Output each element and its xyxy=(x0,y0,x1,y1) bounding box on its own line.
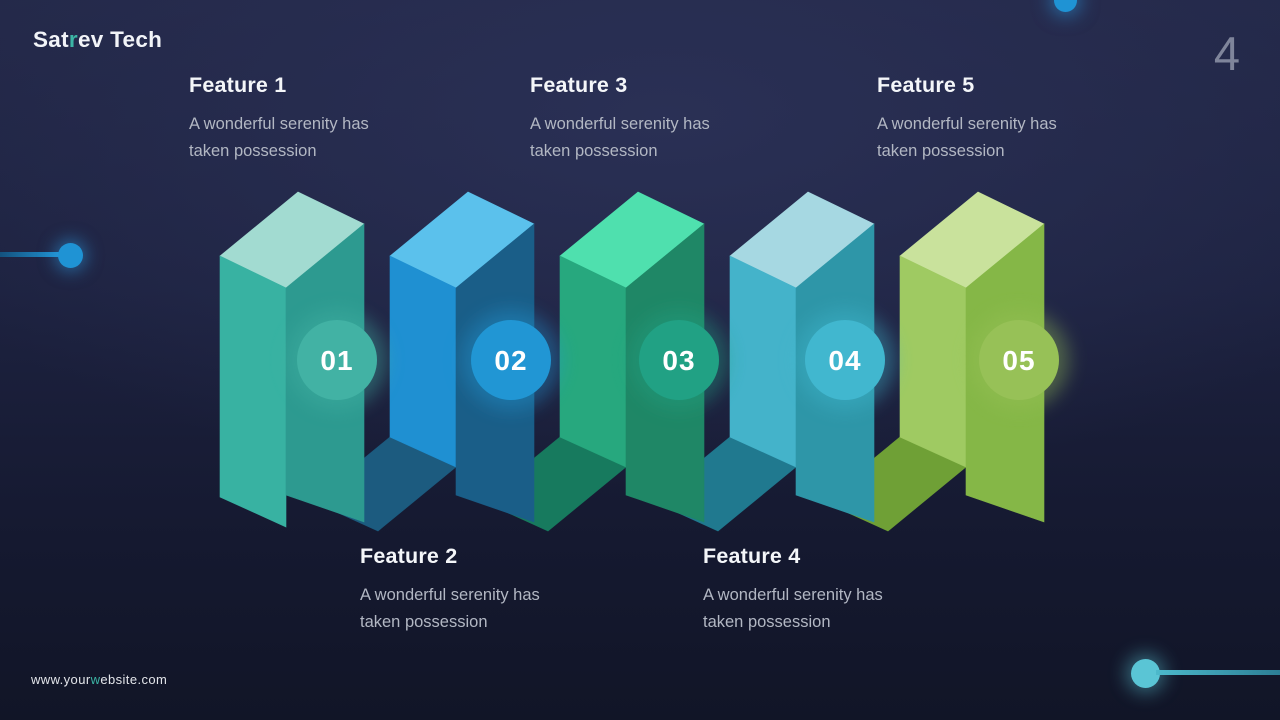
ribbon-fold-3 xyxy=(481,436,627,532)
feature-title: Feature 5 xyxy=(877,73,975,97)
step-circle-2 xyxy=(471,320,551,400)
step-number-2: 02 xyxy=(494,345,527,376)
ribbon-back-leg-5 xyxy=(965,223,1045,523)
step-circle-3 xyxy=(639,320,719,400)
website-text-post: ebsite.com xyxy=(100,672,168,687)
feature-desc-line: taken possession xyxy=(703,612,831,631)
step-number-3: 03 xyxy=(662,345,695,376)
feature-block-2: Feature 2 A wonderful serenity has taken… xyxy=(360,544,590,636)
step-circle-1 xyxy=(297,320,377,400)
feature-block-5: Feature 5 A wonderful serenity has taken… xyxy=(877,73,1107,165)
feature-block-3: Feature 3 A wonderful serenity has taken… xyxy=(530,73,760,165)
decor-dot-bottom-icon xyxy=(1131,659,1160,688)
step-circle-glow-2 xyxy=(461,310,561,410)
ribbon-folds xyxy=(311,436,967,532)
ribbon-front-leg-5 xyxy=(899,255,967,468)
feature-desc-line: A wonderful serenity has xyxy=(530,114,710,133)
website-url: www.yourwebsite.com xyxy=(31,672,167,687)
step-circle-glow-4 xyxy=(795,310,895,410)
feature-description: A wonderful serenity has taken possessio… xyxy=(530,111,760,165)
website-text-pre: www.your xyxy=(31,672,91,687)
feature-desc-line: A wonderful serenity has xyxy=(877,114,1057,133)
feature-desc-line: A wonderful serenity has xyxy=(360,585,540,604)
feature-description: A wonderful serenity has taken possessio… xyxy=(877,111,1107,165)
decor-line-bottom xyxy=(1156,670,1280,675)
ribbon-front-leg-1 xyxy=(219,255,287,528)
step-circle-glow-5 xyxy=(969,310,1069,410)
feature-title: Feature 4 xyxy=(703,544,801,568)
feature-description: A wonderful serenity has taken possessio… xyxy=(189,111,419,165)
ribbon-top-face-5 xyxy=(899,191,1045,289)
ribbon-top-face-3 xyxy=(559,191,705,289)
decor-dot-top-icon xyxy=(1054,0,1077,12)
ribbon-top-face-4 xyxy=(729,191,875,289)
ribbon-fold-2 xyxy=(311,436,457,532)
feature-block-1: Feature 1 A wonderful serenity has taken… xyxy=(189,73,419,165)
feature-description: A wonderful serenity has taken possessio… xyxy=(703,582,933,636)
step-number-1: 01 xyxy=(320,345,353,376)
feature-description: A wonderful serenity has taken possessio… xyxy=(360,582,590,636)
step-circle-5 xyxy=(979,320,1059,400)
step-circles: 01 02 03 04 05 xyxy=(287,310,1069,410)
decor-line-left xyxy=(0,252,62,257)
feature-desc-line: taken possession xyxy=(877,141,1005,160)
website-text-accent: w xyxy=(90,672,101,687)
step-number-5: 05 xyxy=(1002,345,1035,376)
ribbon-back-leg-1 xyxy=(285,223,365,523)
feature-title: Feature 1 xyxy=(189,73,287,97)
ribbon-top-face-1 xyxy=(219,191,365,289)
ribbon-top-face-2 xyxy=(389,191,535,289)
ribbon-front-leg-4 xyxy=(729,255,797,468)
brand-text-post: ev Tech xyxy=(77,27,163,52)
ribbon-fold-5 xyxy=(821,436,967,532)
ribbon-back-leg-4 xyxy=(795,223,875,523)
ribbon-fold-4 xyxy=(651,436,797,532)
brand-text-pre: Sat xyxy=(33,27,69,52)
ribbon-units xyxy=(219,191,1045,528)
feature-desc-line: A wonderful serenity has xyxy=(189,114,369,133)
feature-desc-line: taken possession xyxy=(530,141,658,160)
decor-dot-left-icon xyxy=(58,243,83,268)
feature-block-4: Feature 4 A wonderful serenity has taken… xyxy=(703,544,933,636)
feature-title: Feature 2 xyxy=(360,544,458,568)
ribbon-front-leg-2 xyxy=(389,255,457,468)
step-circle-glow-3 xyxy=(629,310,729,410)
feature-title: Feature 3 xyxy=(530,73,628,97)
ribbon-back-leg-2 xyxy=(455,223,535,523)
feature-desc-line: taken possession xyxy=(189,141,317,160)
step-circle-glow-1 xyxy=(287,310,387,410)
brand-logo: Satrev Tech xyxy=(33,27,162,53)
brand-text-accent: r xyxy=(68,27,78,52)
step-circle-4 xyxy=(805,320,885,400)
feature-desc-line: A wonderful serenity has xyxy=(703,585,883,604)
feature-desc-line: taken possession xyxy=(360,612,488,631)
ribbon-front-leg-3 xyxy=(559,255,627,468)
step-number-4: 04 xyxy=(828,345,861,376)
ribbon-back-leg-3 xyxy=(625,223,705,523)
page-number: 4 xyxy=(1213,27,1240,80)
